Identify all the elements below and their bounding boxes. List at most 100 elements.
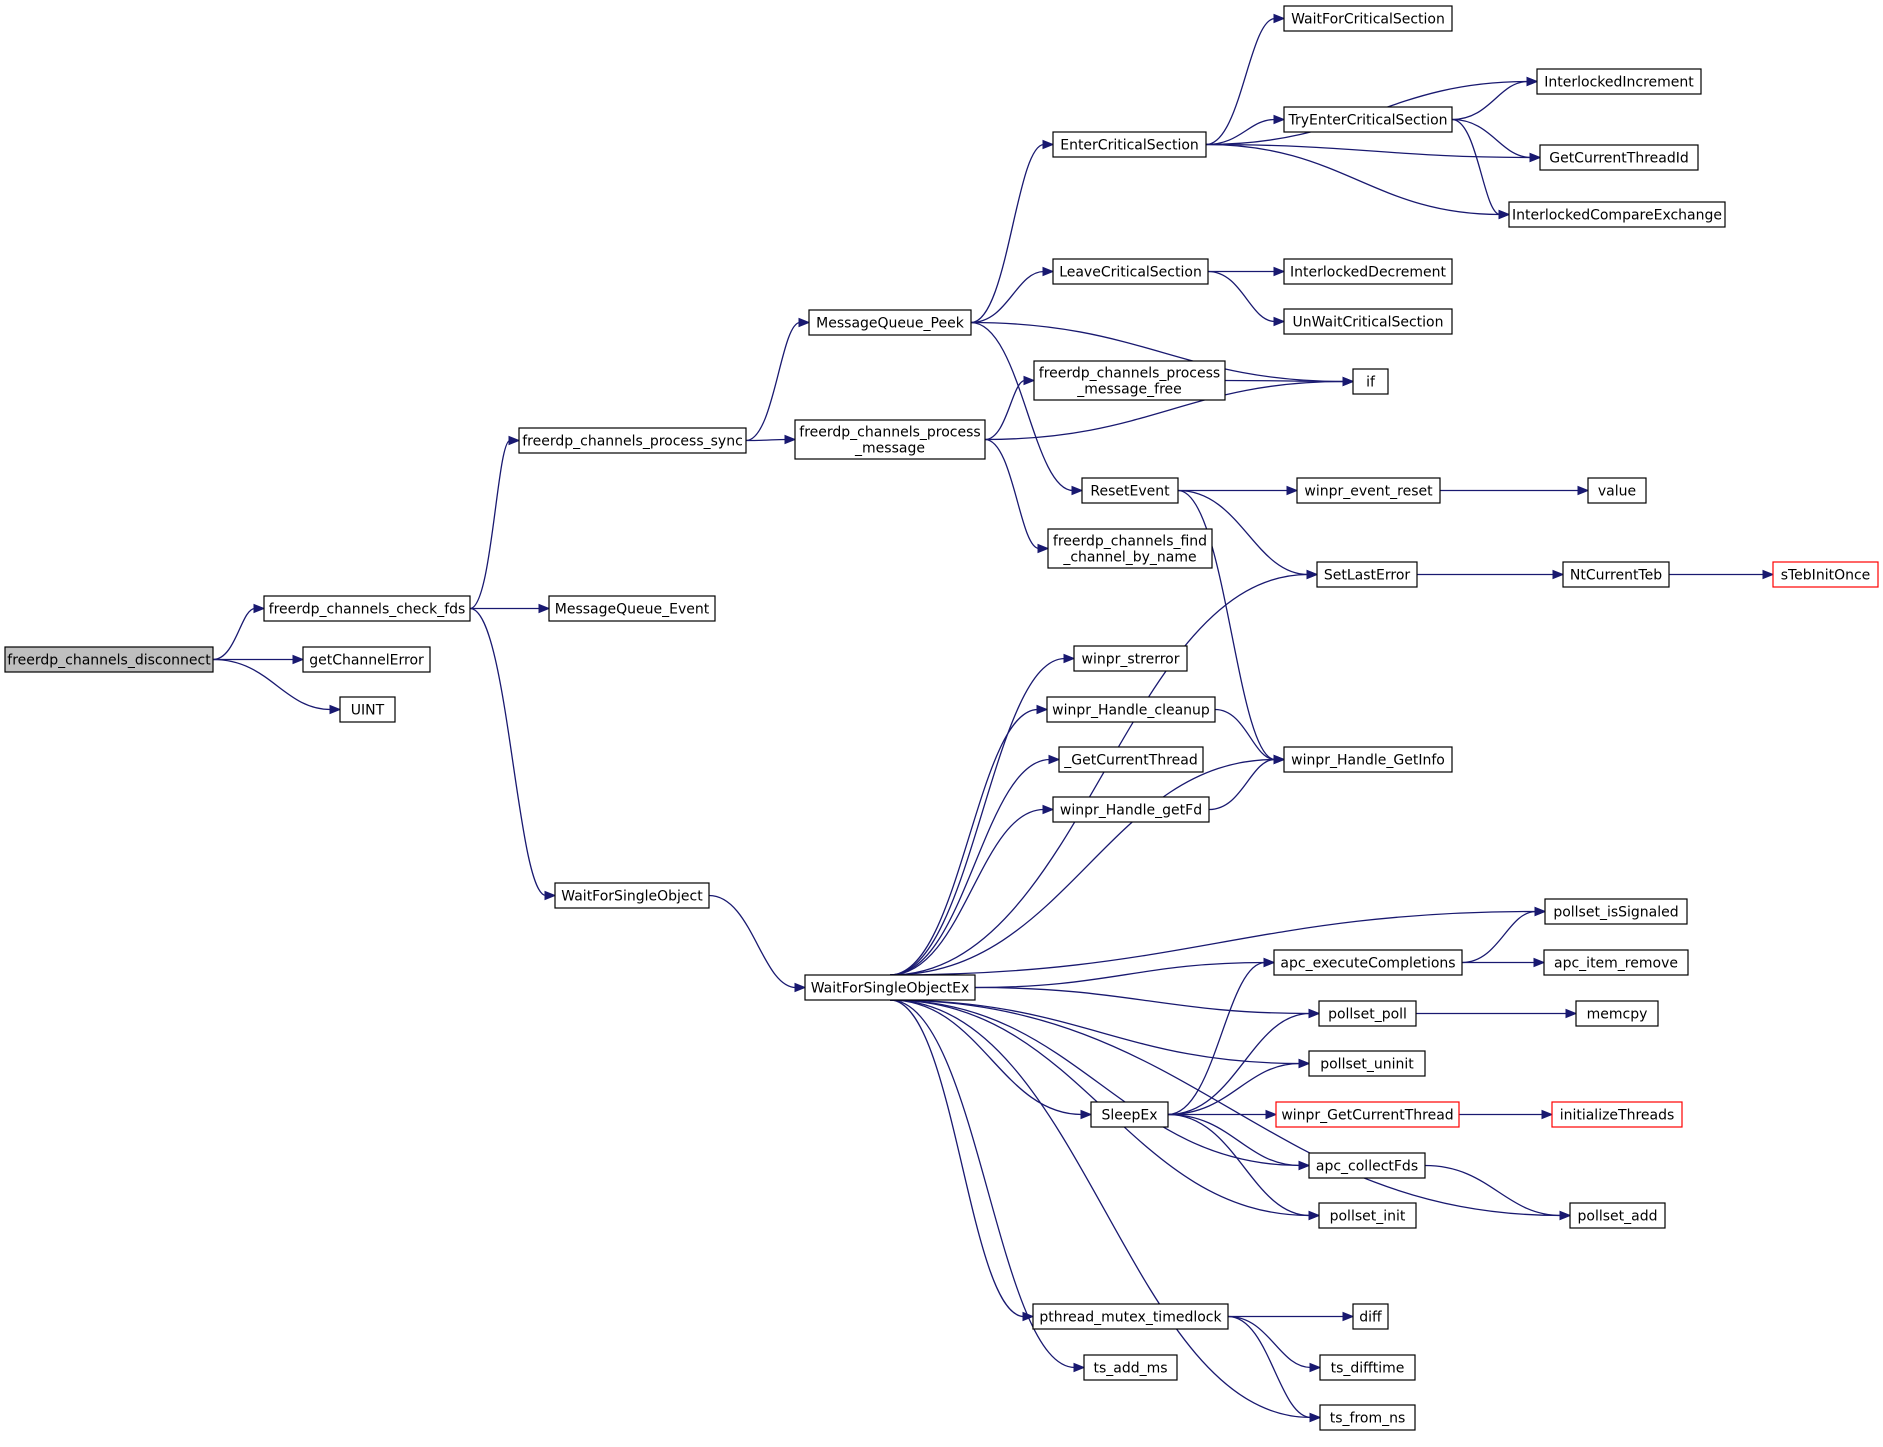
node-label: InterlockedDecrement	[1290, 265, 1446, 281]
node-ts-from-ns[interactable]: ts_from_ns	[1319, 1404, 1416, 1431]
node-leavecs[interactable]: LeaveCriticalSection	[1052, 258, 1209, 285]
node-label: if	[1366, 375, 1376, 391]
node-interlockedcompareexchange[interactable]: InterlockedCompareExchange	[1508, 201, 1726, 228]
arrowhead-icon	[544, 890, 557, 901]
node-initializethreads[interactable]: initializeThreads	[1551, 1101, 1683, 1128]
edge-pollset-poll-to-memcpy	[1415, 1008, 1578, 1019]
node-pollset-issignaled[interactable]: pollset_isSignaled	[1544, 898, 1688, 925]
node-resetevent[interactable]: ResetEvent	[1081, 477, 1179, 504]
node-label: ts_from_ns	[1330, 1411, 1406, 1427]
node-handle-cleanup[interactable]: winpr_Handle_cleanup	[1046, 696, 1216, 723]
node-waitforcs[interactable]: WaitForCriticalSection	[1283, 5, 1453, 32]
node-ts-difftime[interactable]: ts_difftime	[1319, 1354, 1416, 1381]
edge-line	[745, 321, 801, 442]
node-box	[1073, 645, 1188, 672]
edge-wfsoex-to-pollset-uninit	[889, 999, 1311, 1069]
node-wfsoex[interactable]: WaitForSingleObjectEx	[804, 974, 976, 1001]
node-check-fds[interactable]: freerdp_channels_check_fds	[263, 595, 471, 622]
node-process-message-free[interactable]: freerdp_channels_process_message_free	[1033, 360, 1226, 401]
node-interlockeddecrement[interactable]: InterlockedDecrement	[1283, 258, 1453, 285]
arrowhead-icon	[798, 317, 811, 328]
node-pollset-add[interactable]: pollset_add	[1569, 1202, 1666, 1229]
node-pollset-uninit[interactable]: pollset_uninit	[1308, 1050, 1426, 1077]
node-apc-collectfds[interactable]: apc_collectFds	[1308, 1152, 1426, 1179]
edge-process-message-free-to-if	[1224, 376, 1355, 387]
arrowhead-icon	[1042, 139, 1055, 150]
node-label: winpr_event_reset	[1304, 484, 1433, 500]
node-box	[1283, 5, 1453, 32]
node-pollset-init[interactable]: pollset_init	[1318, 1202, 1417, 1229]
node-pollset-poll[interactable]: pollset_poll	[1318, 1000, 1417, 1027]
node-handle-getinfo[interactable]: winpr_Handle_GetInfo	[1283, 746, 1453, 773]
node-process-message[interactable]: freerdp_channels_process_message	[794, 419, 986, 460]
arrowhead-icon	[1286, 485, 1299, 496]
edge-process-sync-to-mq-peek	[745, 317, 811, 442]
arrowhead-icon	[1308, 1210, 1321, 1221]
node-interlockedincrement[interactable]: InterlockedIncrement	[1536, 68, 1702, 95]
node-apc-item-remove[interactable]: apc_item_remove	[1543, 949, 1689, 976]
node-diff[interactable]: diff	[1352, 1303, 1389, 1330]
node-ts-add-ms[interactable]: ts_add_ms	[1083, 1354, 1178, 1381]
node-wfso[interactable]: WaitForSingleObject	[554, 882, 710, 909]
node-box	[1052, 796, 1210, 823]
node-label: getChannelError	[309, 653, 424, 669]
node-winpr-strerror[interactable]: winpr_strerror	[1073, 645, 1188, 672]
node-label: _message_free	[1076, 382, 1182, 398]
arrowhead-icon	[508, 435, 521, 446]
edge-line	[1207, 270, 1276, 323]
node-box	[1058, 746, 1204, 773]
edge-mq-peek-to-leavecs	[970, 266, 1055, 324]
node-if[interactable]: if	[1352, 368, 1389, 395]
node-winpr-getcurrentthread[interactable]: winpr_GetCurrentThread	[1275, 1101, 1460, 1128]
node-find-channel[interactable]: freerdp_channels_find_channel_by_name	[1047, 528, 1213, 569]
node-getcurrentthreadid[interactable]: GetCurrentThreadId	[1539, 144, 1699, 171]
edge-line	[970, 321, 1074, 492]
arrowhead-icon	[1265, 1109, 1278, 1120]
node-value[interactable]: value	[1587, 477, 1647, 504]
node-box	[1283, 308, 1453, 335]
node-label: freerdp_channels_disconnect	[7, 653, 211, 669]
node-tryentercs[interactable]: TryEnterCriticalSection	[1283, 106, 1453, 133]
node-box	[1316, 561, 1418, 588]
node-memcpy[interactable]: memcpy	[1575, 1000, 1659, 1027]
node-label: winpr_strerror	[1082, 652, 1180, 668]
node-box	[302, 646, 431, 673]
arrowhead-icon	[1273, 316, 1286, 327]
node-getcurrentthread[interactable]: _GetCurrentThread	[1058, 746, 1204, 773]
node-entercs[interactable]: EnterCriticalSection	[1052, 131, 1207, 158]
node-handle-getfd[interactable]: winpr_Handle_getFd	[1052, 796, 1210, 823]
arrowhead-icon	[1042, 266, 1055, 277]
node-root[interactable]: freerdp_channels_disconnect	[4, 646, 214, 673]
node-box	[1319, 1404, 1416, 1431]
edge-check-fds-to-wfso	[469, 607, 557, 901]
node-stebinitonce[interactable]: sTebInitOnce	[1772, 561, 1879, 588]
arrowhead-icon	[1559, 1210, 1572, 1221]
node-getchannelerror[interactable]: getChannelError	[302, 646, 431, 673]
node-unwaitcs[interactable]: UnWaitCriticalSection	[1283, 308, 1453, 335]
node-label: UINT	[351, 703, 385, 719]
node-label: diff	[1359, 1310, 1382, 1326]
node-setlasterror[interactable]: SetLastError	[1316, 561, 1418, 588]
node-box	[1081, 477, 1179, 504]
arrowhead-icon	[1309, 1362, 1322, 1373]
node-uint[interactable]: UINT	[339, 696, 396, 723]
node-process-sync[interactable]: freerdp_channels_process_sync	[518, 427, 747, 454]
node-mq-peek[interactable]: MessageQueue_Peek	[808, 309, 972, 336]
edge-tryentercs-to-interlockedincrement	[1451, 76, 1539, 121]
node-box	[1543, 949, 1689, 976]
arrowhead-icon	[784, 434, 797, 445]
node-apc-executecompletions[interactable]: apc_executeCompletions	[1273, 949, 1463, 976]
node-ntcurrentteb[interactable]: NtCurrentTeb	[1562, 561, 1670, 588]
node-pthread-mutex-timedlock[interactable]: pthread_mutex_timedlock	[1032, 1303, 1229, 1330]
node-sleepex[interactable]: SleepEx	[1090, 1101, 1169, 1128]
node-mq-event[interactable]: MessageQueue_Event	[548, 595, 716, 622]
node-label: pollset_init	[1330, 1209, 1406, 1225]
node-label: winpr_Handle_getFd	[1060, 803, 1202, 819]
node-label: SleepEx	[1101, 1108, 1157, 1124]
node-event-reset[interactable]: winpr_event_reset	[1296, 477, 1441, 504]
edge-apc-executecompletions-to-pollset-issignaled	[1461, 906, 1547, 964]
node-label: memcpy	[1587, 1007, 1648, 1023]
node-box	[1047, 528, 1213, 569]
edge-line	[1451, 118, 1532, 159]
